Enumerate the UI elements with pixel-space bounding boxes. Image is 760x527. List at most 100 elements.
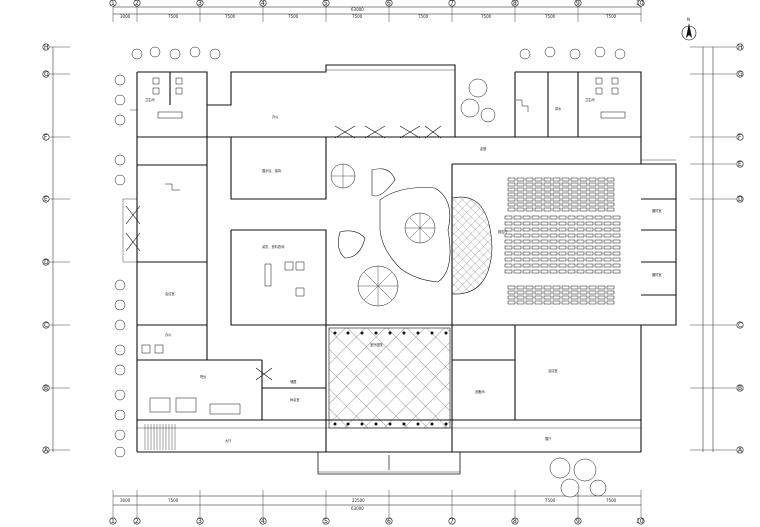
seat	[516, 290, 525, 295]
dim-top-4: 7500	[288, 14, 299, 19]
seat	[534, 300, 543, 305]
seat	[561, 202, 570, 207]
room-lecture: 报告厅	[498, 229, 508, 234]
seat	[534, 182, 543, 187]
seat	[552, 177, 561, 182]
seat	[558, 215, 567, 220]
seat	[579, 182, 588, 187]
seat	[513, 263, 522, 268]
seat	[603, 233, 612, 238]
seat	[606, 290, 615, 295]
seat	[516, 197, 525, 202]
seat	[597, 295, 606, 300]
seat	[606, 300, 615, 305]
dim-top-6: 7500	[418, 14, 429, 19]
axis-bottom-6: 6	[387, 518, 391, 525]
seat	[531, 251, 540, 256]
seat	[603, 221, 612, 226]
seat	[507, 285, 516, 290]
seat	[558, 257, 567, 262]
seat	[549, 263, 558, 268]
seat	[534, 197, 543, 202]
seat	[507, 295, 516, 300]
seat	[579, 207, 588, 212]
seat	[534, 192, 543, 197]
seat	[534, 202, 543, 207]
seat	[531, 227, 540, 232]
seat	[579, 197, 588, 202]
seat	[588, 290, 597, 295]
axis-top-7: 7	[450, 0, 454, 7]
seat	[534, 295, 543, 300]
seat	[579, 202, 588, 207]
seat	[606, 197, 615, 202]
room-equipment: 设备间	[475, 389, 485, 394]
seat	[597, 197, 606, 202]
seat	[561, 285, 570, 290]
seat	[612, 221, 621, 226]
seat	[534, 177, 543, 182]
axis-bottom-5: 5	[324, 518, 328, 525]
seat	[585, 221, 594, 226]
seat	[576, 215, 585, 220]
seat	[588, 177, 597, 182]
dim-top-9: 7500	[606, 14, 617, 19]
seat	[552, 285, 561, 290]
seat	[588, 187, 597, 192]
room-reading: 阅览、资料查询	[262, 244, 284, 249]
seat	[606, 192, 615, 197]
seat	[570, 197, 579, 202]
stair-left-mid	[165, 183, 180, 191]
seat	[576, 239, 585, 244]
row-axis-labels-left: H G F E D C B A	[44, 44, 49, 454]
axis-bottom-3: 3	[198, 518, 202, 525]
seat	[606, 295, 615, 300]
axis-top-6: 6	[387, 0, 391, 7]
room-courtyard: 室外庭院	[370, 342, 384, 347]
atrium-tree-detail	[331, 164, 435, 306]
seat	[543, 202, 552, 207]
seat	[567, 257, 576, 262]
seat	[522, 233, 531, 238]
dim-bottom-4: 7500	[545, 498, 556, 503]
seat	[579, 192, 588, 197]
seat	[558, 239, 567, 244]
seat	[576, 245, 585, 250]
seat	[549, 251, 558, 256]
seat	[570, 192, 579, 197]
seat	[597, 177, 606, 182]
seat	[522, 227, 531, 232]
seat	[552, 197, 561, 202]
seat	[543, 182, 552, 187]
seat	[543, 300, 552, 305]
seat	[570, 202, 579, 207]
door-flaps-left	[125, 205, 141, 252]
axis-top-10: 10	[636, 0, 644, 7]
seat	[576, 263, 585, 268]
dim-top-1: 3000	[120, 14, 131, 19]
seat	[588, 197, 597, 202]
seat	[579, 300, 588, 305]
row-axis-ticks	[50, 46, 736, 451]
seat	[549, 227, 558, 232]
seat	[606, 187, 615, 192]
seat	[552, 192, 561, 197]
room-activity: 活动室	[548, 368, 558, 373]
seat	[525, 285, 534, 290]
stage-mesh	[451, 196, 493, 295]
axis-top-3: 3	[198, 0, 202, 7]
seat	[606, 285, 615, 290]
room-office-top: 办公	[272, 114, 279, 119]
seat	[585, 257, 594, 262]
axis-top-8: 8	[513, 0, 517, 7]
axis-left-c: C	[44, 322, 48, 329]
seat	[531, 239, 540, 244]
seat	[525, 300, 534, 305]
dim-top-2: 7500	[168, 14, 179, 19]
seat	[531, 245, 540, 250]
seat	[594, 221, 603, 226]
row-axis-labels-right: H G F E D C B A	[738, 44, 743, 454]
seat	[540, 245, 549, 250]
seat	[507, 197, 516, 202]
